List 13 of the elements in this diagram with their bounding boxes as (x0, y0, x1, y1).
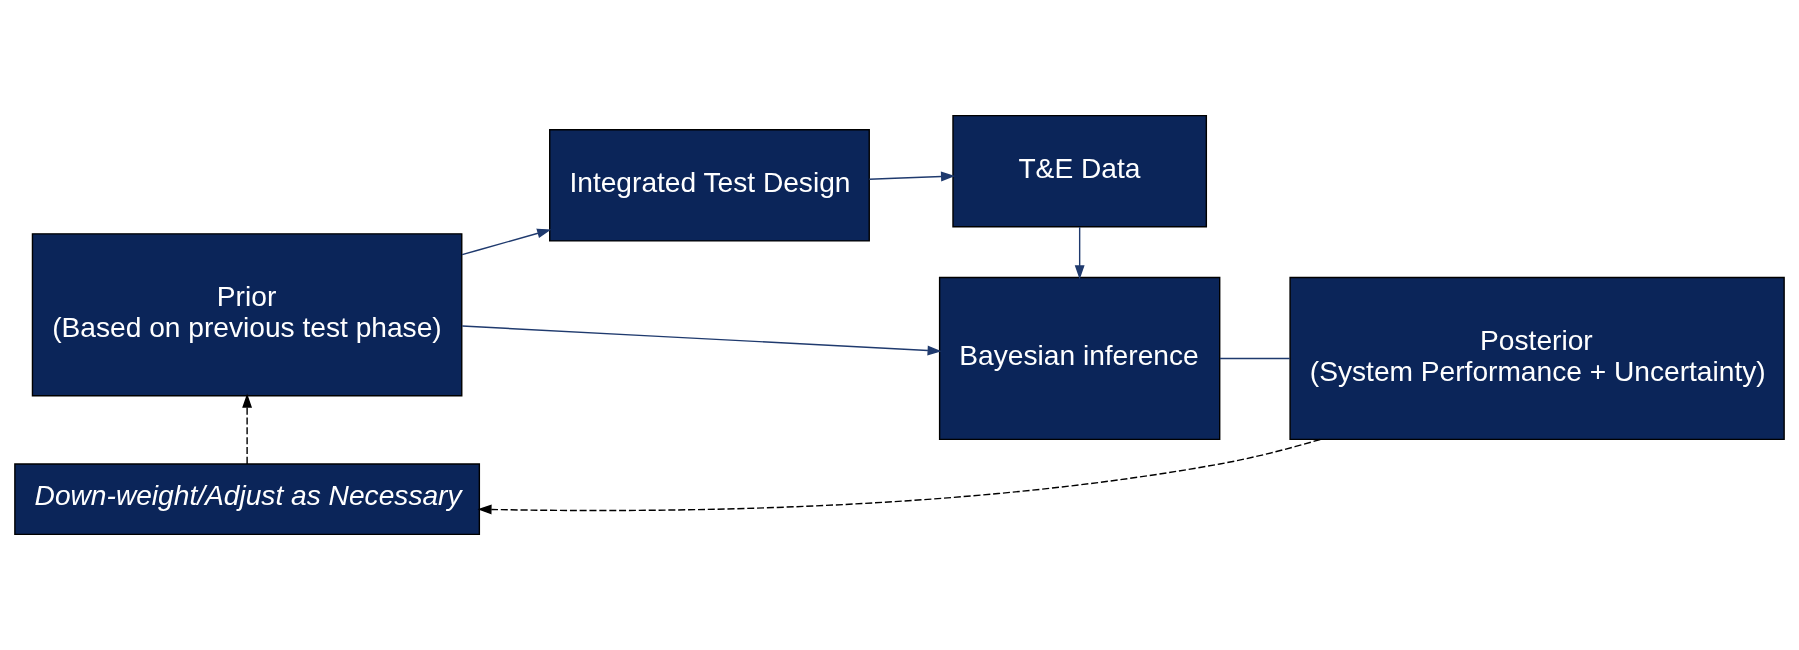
arrow (461, 325, 942, 356)
node-box: Prior (Based on previous test phase) (31, 233, 463, 397)
node-box: Down-weight/Adjust as Necessary (14, 463, 481, 536)
node-box: T&E Data (952, 114, 1208, 228)
arrow (461, 228, 552, 256)
connector (1219, 357, 1291, 360)
arrow (242, 393, 253, 465)
node-box: Bayesian inference (938, 276, 1221, 441)
arrow (1074, 226, 1085, 280)
node-box: Integrated Test Design (549, 129, 870, 242)
node-box: Posterior (System Performance + Uncertainty) (1289, 276, 1785, 441)
arrow (868, 171, 956, 182)
arrow (477, 438, 1321, 515)
